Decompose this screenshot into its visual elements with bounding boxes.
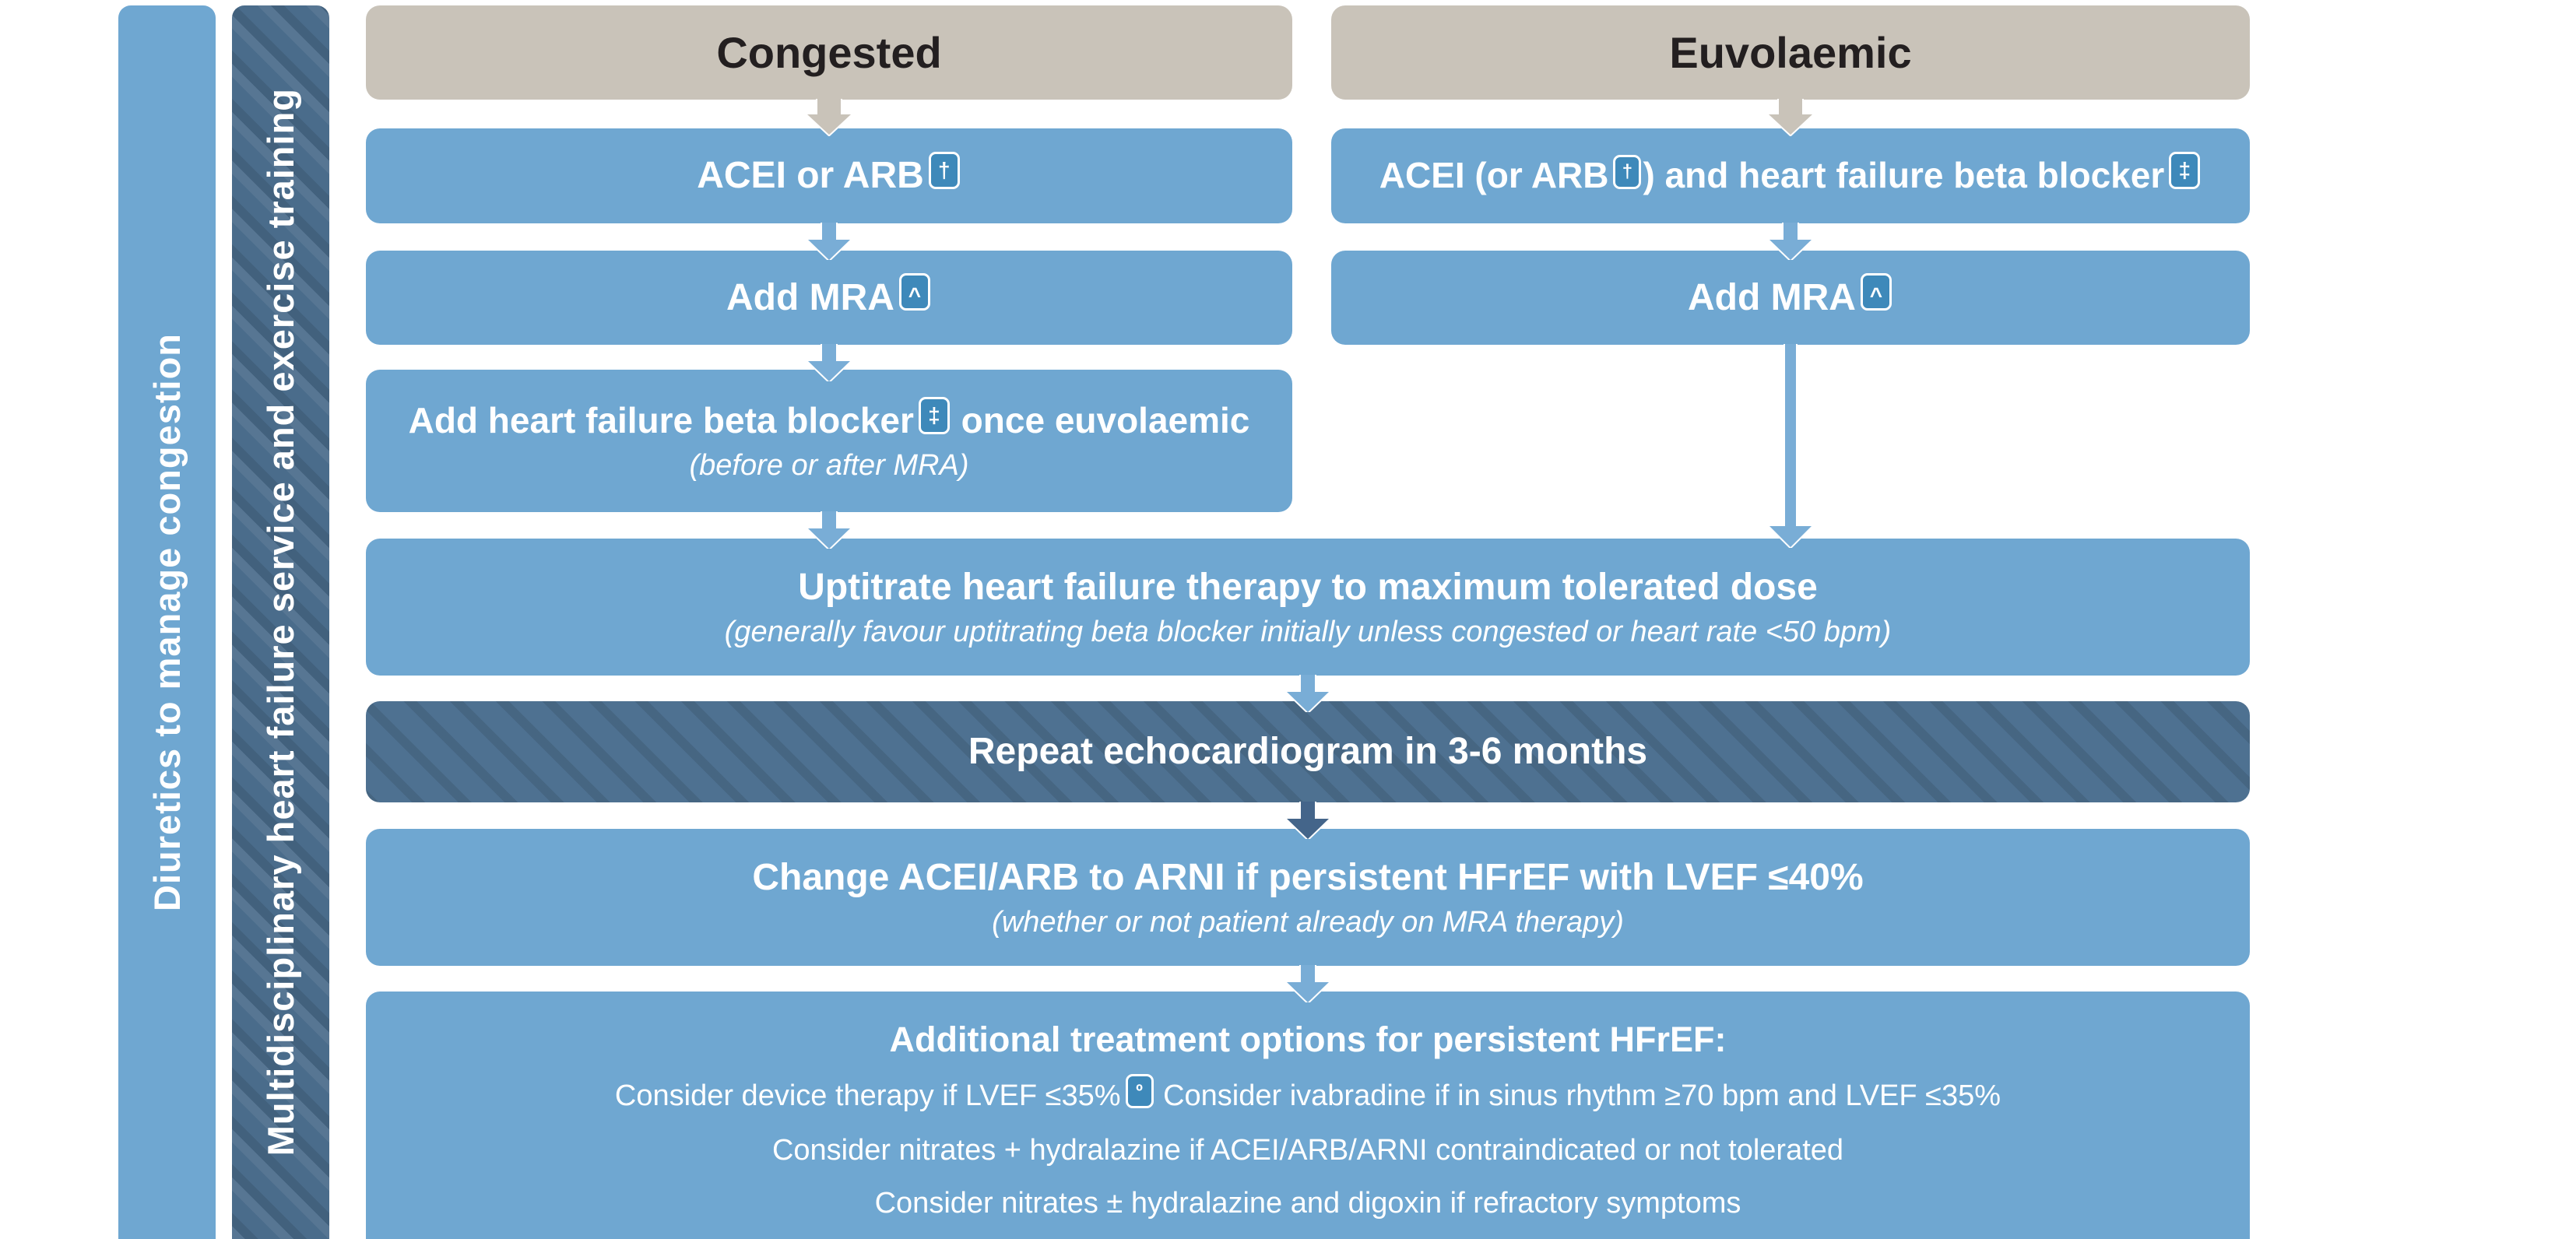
box-add-beta-blocker-text: Add heart failure beta blocker‡ once euv… [409,396,1249,442]
box-add-beta-blocker: Add heart failure beta blocker‡ once euv… [366,370,1292,512]
box-repeat-echocardiogram-title: Repeat echocardiogram in 3-6 months [968,731,1648,773]
footnote-caret-badge: ^ [1860,273,1892,311]
arrow-left-box3-to-uptitrate [807,511,852,549]
footnote-dagger-badge: † [1613,154,1642,189]
box-add-mra-right-text: Add MRA^ [1688,273,1893,319]
additional-line-device-ivabradine: Consider device therapy if LVEF ≤35%º Co… [615,1073,2001,1114]
box-repeat-echocardiogram: Repeat echocardiogram in 3-6 months [366,701,2250,802]
box-acei-or-arb-text: ACEI or ARB† [697,151,961,197]
arrow-euvolaemic-down [1767,99,1814,136]
rail-diuretics-label: Diuretics to manage congestion [146,333,188,911]
box-add-mra-left-text: Add MRA^ [726,273,932,319]
footnote-ordinal-badge: º [1125,1073,1154,1108]
arrow-right-box1-to-box2 [1768,223,1813,260]
rail-multidisciplinary-label: Multidisciplinary heart failure service … [260,88,301,1157]
box-acei-or-arb: ACEI or ARB† [366,128,1292,223]
box-change-to-arni-title: Change ACEI/ARB to ARNI if persistent HF… [752,856,1864,898]
box-acei-and-beta-blocker-text: ACEI (or ARB†) and heart failure beta bl… [1379,151,2202,197]
arrow-uptitrate-to-echo [1285,675,1330,712]
arrow-echo-to-arni [1285,802,1330,839]
rail-diuretics: Diuretics to manage congestion [118,5,216,1239]
footnote-double-dagger-badge: ‡ [2169,151,2201,189]
footnote-caret-badge: ^ [898,273,930,311]
additional-line-nitrates-hydralazine: Consider nitrates + hydralazine if ACEI/… [771,1133,1844,1167]
arrow-left-box2-to-box3 [807,344,852,381]
box-uptitrate: Uptitrate heart failure therapy to maxim… [366,539,2250,676]
header-euvolaemic-label: Euvolaemic [1669,28,1912,77]
additional-line-nitrates-digoxin: Consider nitrates ± hydralazine and digo… [874,1186,1741,1220]
arrow-right-box2-to-uptitrate [1768,344,1813,548]
footnote-dagger-badge: † [928,151,960,189]
header-euvolaemic: Euvolaemic [1331,5,2250,100]
box-additional-options-title: Additional treatment options for persist… [889,1020,1727,1059]
header-congested-label: Congested [716,28,942,77]
header-congested: Congested [366,5,1292,100]
arrow-arni-to-additional [1285,965,1330,1002]
box-uptitrate-subtitle: (generally favour uptitrating beta block… [724,615,1892,648]
box-uptitrate-title: Uptitrate heart failure therapy to maxim… [798,566,1818,608]
box-add-beta-blocker-subtext: (before or after MRA) [689,448,969,482]
box-add-mra-right: Add MRA^ [1331,251,2250,345]
box-change-to-arni-subtitle: (whether or not patient already on MRA t… [992,905,1624,939]
box-additional-options: Additional treatment options for persist… [366,992,2250,1239]
box-acei-and-beta-blocker: ACEI (or ARB†) and heart failure beta bl… [1331,128,2250,223]
arrow-left-box1-to-box2 [807,223,852,260]
box-change-to-arni: Change ACEI/ARB to ARNI if persistent HF… [366,829,2250,966]
arrow-congested-down [806,99,852,136]
rail-multidisciplinary: Multidisciplinary heart failure service … [232,5,329,1239]
footnote-double-dagger-badge: ‡ [918,396,950,434]
box-add-mra-left: Add MRA^ [366,251,1292,345]
